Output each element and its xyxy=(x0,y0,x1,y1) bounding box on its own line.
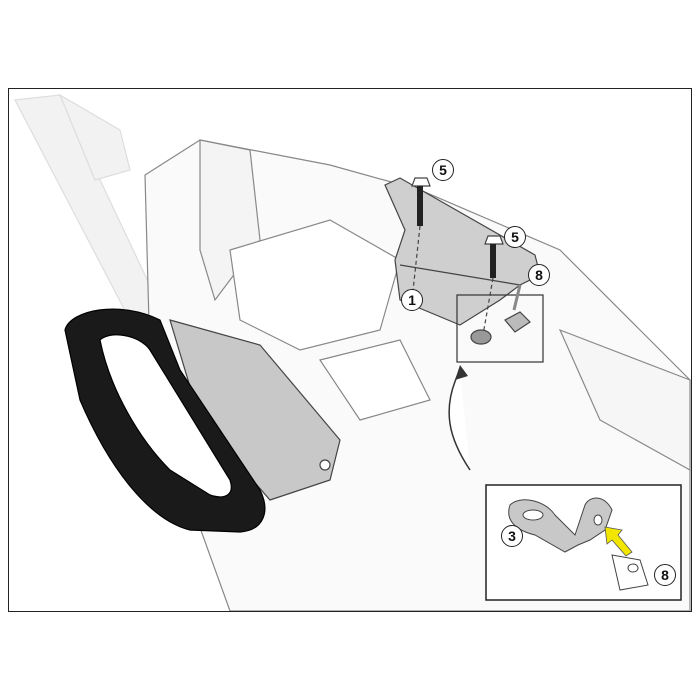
top-bracket xyxy=(384,177,541,326)
detail-highlight-box xyxy=(456,294,544,363)
callout-5b: 5 xyxy=(504,226,526,248)
callout-8-detail: 8 xyxy=(654,564,676,586)
callout-3: 3 xyxy=(501,525,523,547)
insert-arrow xyxy=(604,526,633,557)
callout-5a: 5 xyxy=(432,159,454,181)
bolt-b xyxy=(482,235,504,336)
callout-1: 1 xyxy=(401,289,423,311)
callout-8: 8 xyxy=(528,264,550,286)
bolt-a xyxy=(411,177,431,301)
